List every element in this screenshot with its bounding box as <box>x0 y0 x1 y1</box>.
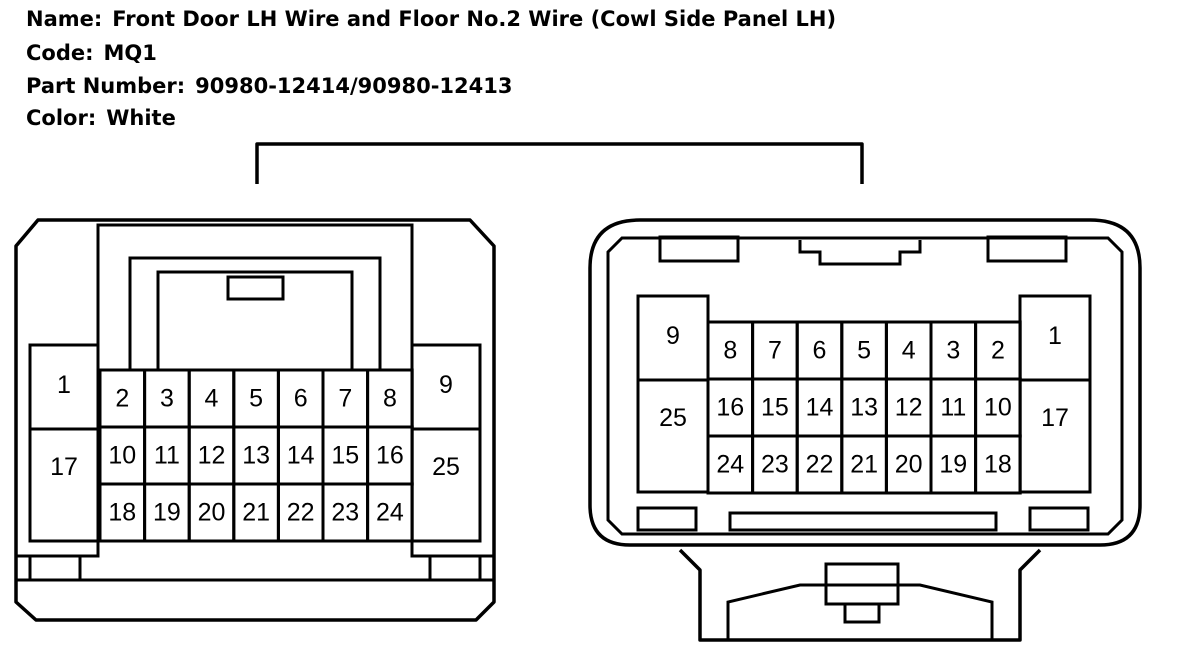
right-pin-cell <box>636 378 710 494</box>
right-pin-label: 8 <box>723 337 737 365</box>
connector-code: Code: MQ1 <box>26 43 157 64</box>
right-pin-cell <box>974 434 1022 495</box>
left-pin-label: 6 <box>294 385 308 413</box>
code-value: MQ1 <box>103 41 157 65</box>
right-pin-label: 22 <box>806 451 834 479</box>
right-pin-label: 2 <box>991 337 1005 365</box>
right-connector-outline <box>588 218 1142 547</box>
left-pin-label: 14 <box>287 442 315 470</box>
right-top-notch <box>798 240 922 266</box>
right-pin-label: 1 <box>1048 322 1062 350</box>
left-pin-label: 2 <box>115 385 129 413</box>
right-pin-label: 25 <box>659 404 687 432</box>
left-pin-label: 13 <box>242 442 270 470</box>
left-pin-label: 12 <box>198 442 226 470</box>
right-pin-grid: 9 25 1 17 8 7 6 5 4 3 2 16 15 14 13 12 11 10 24 23 22 21 20 19 1… <box>636 294 1092 495</box>
right-pin-label: 13 <box>850 394 878 422</box>
left-pin-cell <box>28 427 100 543</box>
connector-color: Color: White <box>26 108 176 129</box>
right-lock-detail <box>726 583 994 640</box>
left-pin-label: 16 <box>376 442 404 470</box>
right-key-right <box>986 235 1068 263</box>
right-pin-label: 4 <box>902 337 916 365</box>
left-lock-claw <box>226 275 285 301</box>
left-pin-label: 23 <box>331 499 359 527</box>
name-value: Front Door LH Wire and Floor No.2 Wire (… <box>112 7 837 31</box>
right-pin-label: 9 <box>666 322 680 350</box>
left-pin-label: 22 <box>287 499 315 527</box>
left-lock-arm-inner <box>156 270 354 370</box>
right-pin-label: 18 <box>984 451 1012 479</box>
right-pin-label: 21 <box>850 451 878 479</box>
right-pin-label: 10 <box>984 394 1012 422</box>
right-inner-frame <box>606 236 1124 536</box>
left-pin-cell <box>366 482 414 543</box>
left-locking-tab <box>96 223 414 370</box>
right-lock-button-tip <box>843 602 881 624</box>
left-pin-label: 20 <box>198 499 226 527</box>
part-value: 90980-12414/90980-12413 <box>195 74 513 98</box>
left-pin-label: 4 <box>205 385 219 413</box>
left-pin-label: 17 <box>50 453 78 481</box>
left-pin-label: 15 <box>331 442 359 470</box>
left-pin-label: 21 <box>242 499 270 527</box>
left-lock-arm <box>128 256 382 370</box>
left-pin-label: 10 <box>108 442 136 470</box>
right-pin-label: 3 <box>946 337 960 365</box>
right-pin-label: 6 <box>813 337 827 365</box>
right-slot-center <box>728 511 998 532</box>
right-pin-label: 5 <box>857 337 871 365</box>
right-pin-label: 17 <box>1041 404 1069 432</box>
left-pin-label: 3 <box>160 385 174 413</box>
code-label: Code: <box>26 41 94 65</box>
left-pin-label: 11 <box>154 442 180 470</box>
color-label: Color: <box>26 106 97 130</box>
right-pin-cell <box>1018 378 1092 494</box>
color-value: White <box>106 106 176 130</box>
right-slot-left <box>636 506 698 532</box>
right-connector: 9 25 1 17 8 7 6 5 4 3 2 16 15 14 13 12 11 10 24 23 22 21 20 19 1… <box>588 218 1142 642</box>
right-pin-label: 20 <box>895 451 923 479</box>
left-pin-cell <box>410 427 482 543</box>
right-pin-label: 14 <box>806 394 834 422</box>
right-pin-label: 24 <box>716 451 744 479</box>
left-pin-label: 5 <box>249 385 263 413</box>
left-foot-left <box>28 554 82 582</box>
left-connector-outline <box>14 218 496 622</box>
right-pin-label: 7 <box>768 337 782 365</box>
left-pin-label: 24 <box>376 499 404 527</box>
connector-name: Name: Front Door LH Wire and Floor No.2 W… <box>26 9 836 30</box>
right-pin-label: 19 <box>939 451 967 479</box>
part-label: Part Number: <box>26 74 186 98</box>
left-pin-label: 1 <box>57 371 71 399</box>
right-pin-label: 11 <box>940 394 966 422</box>
left-pin-label: 7 <box>338 385 352 413</box>
left-pin-label: 9 <box>439 371 453 399</box>
left-pin-label: 8 <box>383 385 397 413</box>
right-pin-label: 12 <box>895 394 923 422</box>
right-pin-label: 16 <box>716 394 744 422</box>
left-pin-label: 19 <box>153 499 181 527</box>
name-label: Name: <box>26 7 103 31</box>
right-key-left <box>658 235 740 263</box>
right-slot-right <box>1028 506 1090 532</box>
right-lock-housing <box>678 548 1042 642</box>
left-bottom-rail <box>16 539 494 558</box>
left-pin-label: 25 <box>432 453 460 481</box>
part-number: Part Number: 90980-12414/90980-12413 <box>26 76 512 97</box>
right-pin-label: 15 <box>761 394 789 422</box>
left-foot-right <box>428 554 482 582</box>
mating-bracket <box>255 142 864 184</box>
left-pin-label: 18 <box>108 499 136 527</box>
right-pin-label: 23 <box>761 451 789 479</box>
